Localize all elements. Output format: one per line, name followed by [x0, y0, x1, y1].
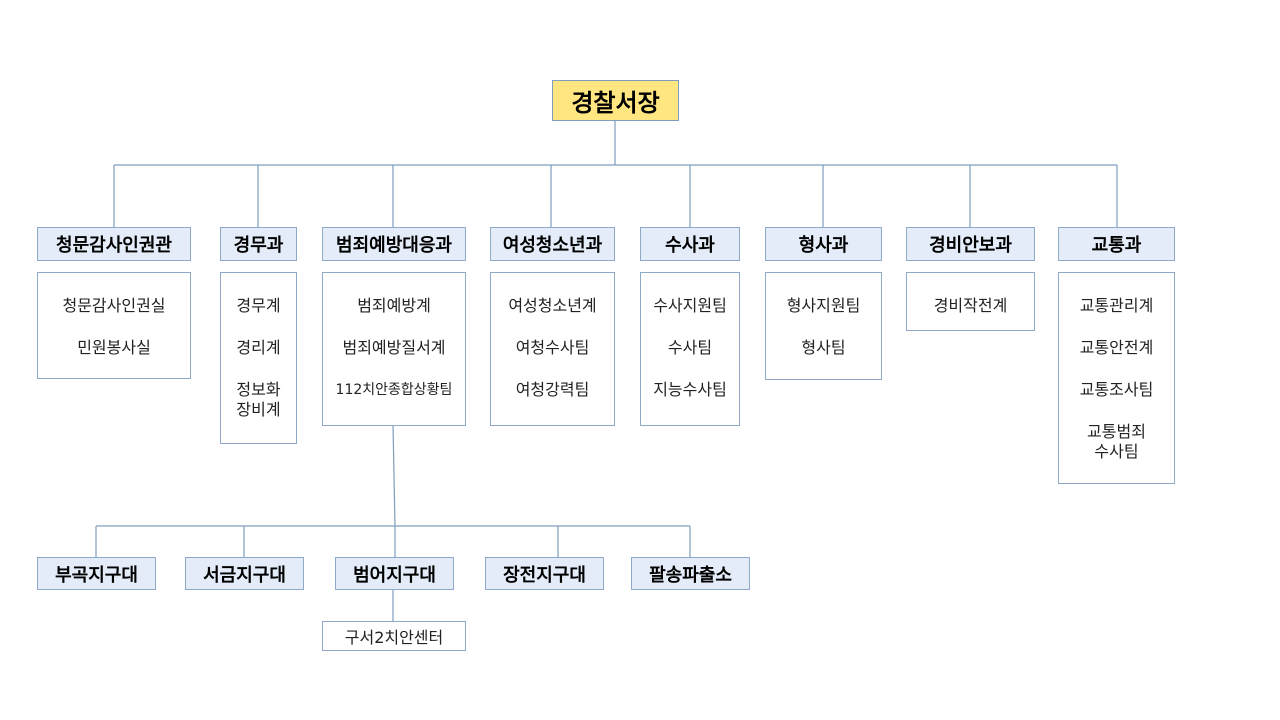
unit-item: 수사팀 [667, 338, 713, 357]
unit-item: 청문감사인권실 [62, 296, 166, 315]
dept-crime-prevention-units: 범죄예방계 범죄예방질서계 112치안종합상황팀 [322, 272, 466, 426]
dept-gyeongmu-units: 경무계 경리계 정보화 장비계 [220, 272, 297, 444]
dept-crime-prevention-header: 범죄예방대응과 [322, 227, 466, 261]
unit-item: 범죄예방질서계 [342, 338, 446, 357]
unit-item: 여청수사팀 [515, 338, 590, 357]
police-unit-jangjeon: 장전지구대 [485, 557, 604, 590]
dept-cheongmun-units: 청문감사인권실 민원봉사실 [37, 272, 191, 379]
unit-item: 경비작전계 [933, 296, 1008, 315]
unit-item: 여청강력팀 [515, 380, 590, 399]
unit-item: 수사지원팀 [653, 296, 727, 315]
unit-item: 교통관리계 [1079, 296, 1154, 315]
unit-item: 경리계 [236, 338, 281, 357]
dept-cheongmun-header: 청문감사인권관 [37, 227, 191, 261]
unit-item: 형사팀 [801, 338, 846, 357]
unit-item: 범죄예방계 [357, 296, 431, 315]
safety-center-guseo2: 구서2치안센터 [322, 621, 466, 651]
unit-item: 112치안종합상황팀 [335, 382, 453, 398]
unit-item: 형사지원팀 [786, 296, 861, 315]
unit-item: 교통조사팀 [1079, 380, 1154, 399]
dept-traffic-units: 교통관리계 교통안전계 교통조사팀 교통범죄 수사팀 [1058, 272, 1175, 484]
dept-women-youth-units: 여성청소년계 여청수사팀 여청강력팀 [490, 272, 615, 426]
unit-item: 정보화 장비계 [236, 380, 281, 419]
dept-investigation-header: 수사과 [640, 227, 740, 261]
dept-investigation-units: 수사지원팀 수사팀 지능수사팀 [640, 272, 740, 426]
police-unit-palsong: 팔송파출소 [631, 557, 750, 590]
dept-criminal-header: 형사과 [765, 227, 882, 261]
police-unit-bugok: 부곡지구대 [37, 557, 156, 590]
dept-women-youth-header: 여성청소년과 [490, 227, 615, 261]
unit-item: 여성청소년계 [508, 296, 597, 315]
dept-traffic-header: 교통과 [1058, 227, 1175, 261]
unit-item: 경무계 [236, 296, 281, 315]
dept-criminal-units: 형사지원팀 형사팀 [765, 272, 882, 380]
unit-item: 민원봉사실 [77, 338, 151, 357]
dept-gyeongmu-header: 경무과 [220, 227, 297, 261]
police-chief-box: 경찰서장 [552, 80, 679, 121]
police-unit-beomeo: 범어지구대 [335, 557, 454, 590]
unit-item: 지능수사팀 [653, 380, 727, 399]
unit-item: 교통안전계 [1079, 338, 1154, 357]
unit-item: 교통범죄 수사팀 [1087, 422, 1146, 461]
dept-security-units: 경비작전계 [906, 272, 1035, 331]
dept-security-header: 경비안보과 [906, 227, 1035, 261]
police-unit-seogeum: 서금지구대 [185, 557, 304, 590]
